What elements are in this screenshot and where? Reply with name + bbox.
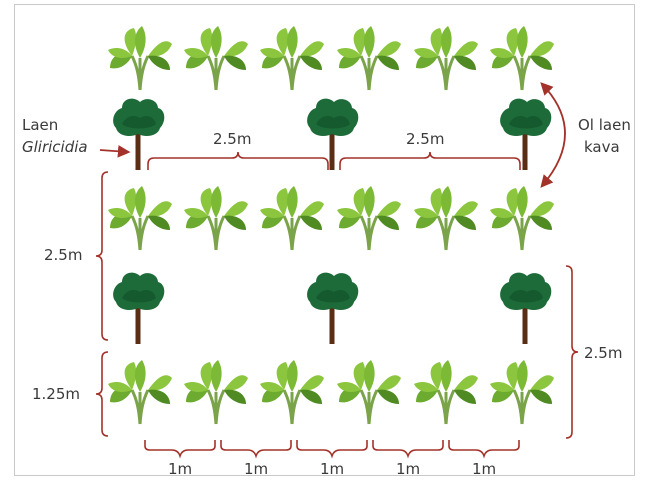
kava-plant-icon (488, 358, 556, 426)
plant-spacing-label: 1m (168, 460, 193, 478)
tree-spacing-label-1: 2.5m (213, 130, 252, 148)
plant-spacing-brace (144, 440, 216, 459)
gliricidia-tree-icon (500, 272, 552, 344)
kava-plant-icon (488, 184, 556, 252)
laen-label: Laen (22, 116, 59, 134)
gliricidia-tree-icon (307, 98, 359, 170)
gliricidia-row-2 (113, 272, 552, 344)
ol-laen-label: Ol laen (578, 116, 631, 134)
gliricidia-tree-icon (113, 272, 165, 344)
kava-plant-icon (182, 24, 250, 92)
kava-label: kava (584, 138, 620, 156)
plant-spacing-label: 1m (320, 460, 345, 478)
gliricidia-tree-icon (113, 98, 165, 170)
tree-spacing-label-2: 2.5m (406, 130, 445, 148)
kava-plant-icon (258, 24, 326, 92)
row-spacing-brace-left (95, 171, 109, 341)
plant-spacing-braces (144, 440, 520, 459)
plant-spacing-brace (448, 440, 520, 459)
row-spacing-label-left: 2.5m (44, 246, 83, 264)
tree-spacing-brace-2 (339, 151, 521, 170)
gliricidia-tree-icon (500, 98, 552, 170)
tree-spacing-brace-1 (147, 151, 329, 170)
gliricidia-tree-icon (307, 272, 359, 344)
gliricidia-label: Gliricidia (22, 138, 88, 156)
kava-plant-icon (182, 358, 250, 426)
kava-plant-icon (258, 184, 326, 252)
kava-row-2 (106, 184, 556, 252)
kava-plant-icon (106, 358, 174, 426)
row-spacing-brace-right (565, 265, 579, 439)
kava-row-1 (106, 24, 556, 92)
plant-spacing-label: 1m (396, 460, 421, 478)
row-spacing-label-right: 2.5m (584, 344, 623, 362)
kava-plant-icon (412, 24, 480, 92)
half-row-spacing-label: 1.25m (32, 385, 81, 403)
kava-plant-icon (335, 24, 403, 92)
plant-spacing-brace (296, 440, 368, 459)
kava-plant-icon (106, 184, 174, 252)
kava-plant-icon (335, 358, 403, 426)
plant-spacing-brace (372, 440, 444, 459)
kava-plant-icon (412, 184, 480, 252)
kava-row-double-arrow (540, 82, 566, 188)
kava-plant-icon (258, 358, 326, 426)
kava-plant-icon (488, 24, 556, 92)
half-row-spacing-brace (95, 351, 109, 437)
kava-plant-icon (335, 184, 403, 252)
gliricidia-row-1 (113, 98, 552, 170)
diagram-frame (14, 4, 635, 476)
kava-plant-icon (106, 24, 174, 92)
plant-spacing-label: 1m (244, 460, 269, 478)
plant-spacing-label: 1m (472, 460, 497, 478)
plant-spacing-brace (220, 440, 292, 459)
kava-row-3 (106, 358, 556, 426)
kava-plant-icon (412, 358, 480, 426)
gliricidia-pointer-arrow (99, 144, 131, 158)
kava-plant-icon (182, 184, 250, 252)
